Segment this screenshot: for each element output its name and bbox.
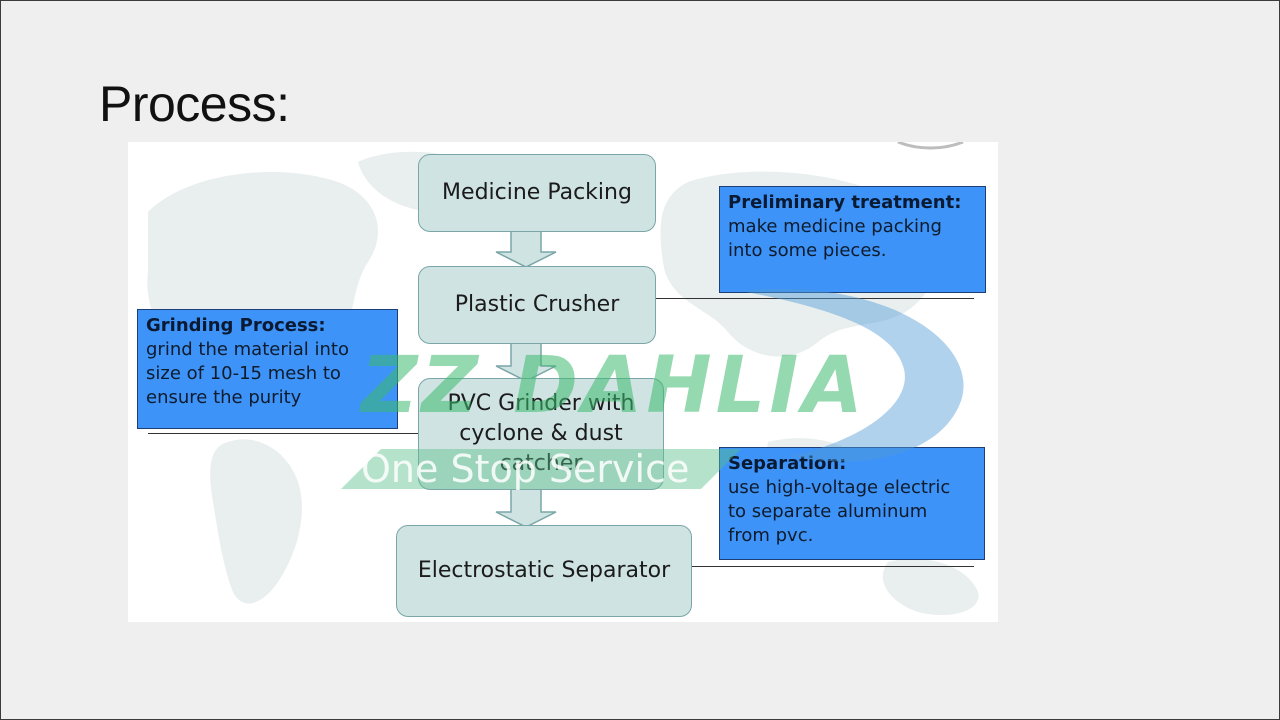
connector-line-preliminary — [656, 298, 974, 299]
note-preliminary-treatment: Preliminary treatment: make medicine pac… — [719, 186, 986, 293]
connector-line-separation — [692, 566, 974, 567]
step-electrostatic-separator: Electrostatic Separator — [396, 525, 692, 617]
step-plastic-crusher: Plastic Crusher — [418, 266, 656, 344]
watermark-brand: ZZ DAHLIA — [361, 341, 867, 431]
step-label: Plastic Crusher — [454, 292, 620, 317]
note-body: grind the material into size of 10-15 me… — [146, 339, 349, 408]
note-body: use high-voltage electric to separate al… — [728, 477, 951, 546]
note-heading: Separation: — [728, 453, 847, 474]
arrow-down-2 — [495, 342, 557, 382]
note-heading: Preliminary treatment: — [728, 192, 962, 213]
arrow-down-1 — [495, 230, 557, 268]
step-label: PVC Grinder with cyclone & dust catcher — [447, 391, 635, 476]
step-pvc-grinder: PVC Grinder with cyclone & dust catcher — [418, 378, 664, 490]
note-heading: Grinding Process: — [146, 315, 326, 336]
step-label: Electrostatic Separator — [417, 558, 671, 583]
watermark-tagline: One Stop Service — [361, 447, 690, 491]
step-label: Medicine Packing — [442, 180, 632, 205]
step-medicine-packing: Medicine Packing — [418, 154, 656, 232]
note-separation: Separation: use high-voltage electric to… — [719, 447, 985, 560]
slide-title: Process: — [99, 76, 290, 132]
connector-line-grinding — [148, 433, 418, 434]
process-diagram: Medicine Packing Plastic Crusher PVC Gri… — [128, 142, 998, 622]
arrow-down-3 — [495, 488, 557, 528]
note-grinding-process: Grinding Process: grind the material int… — [137, 309, 398, 429]
note-body: make medicine packing into some pieces. — [728, 216, 942, 261]
